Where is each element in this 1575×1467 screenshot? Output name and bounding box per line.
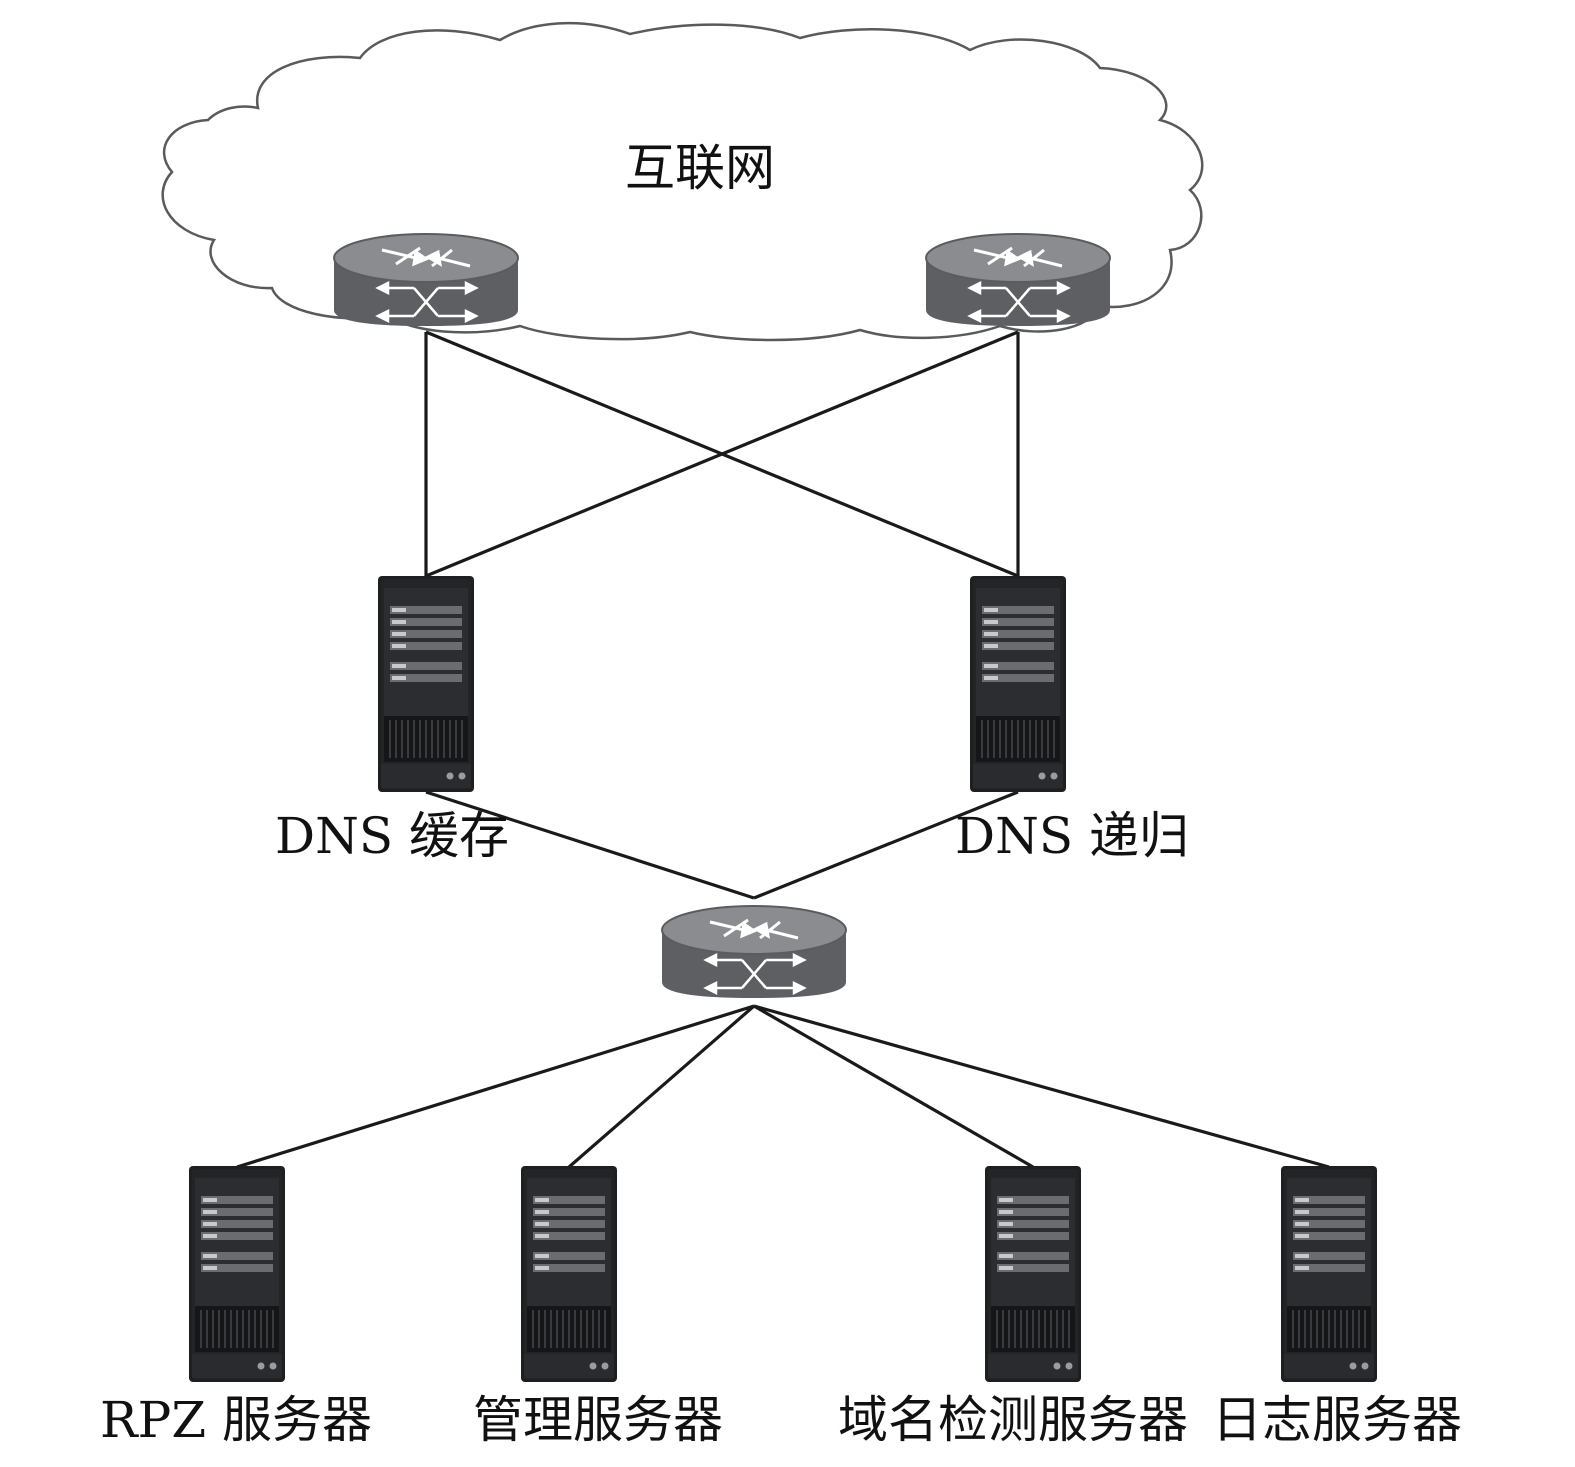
server-icon-log [1280,1165,1378,1383]
server-icon-domain-detection [984,1165,1082,1383]
server-icon-dns-cache [377,575,475,793]
link-core-router-management [567,1004,756,1169]
log-server-label: 日志服务器 [1212,1391,1462,1449]
link-router-right-dns-cache [425,330,1019,578]
link-core-router-rpz [236,1004,755,1169]
link-core-router-domain-detection [753,1004,1034,1169]
router-icon [924,232,1112,328]
link-dns-cache-core-router [425,790,755,900]
domain-detection-server-label: 域名检测服务器 [838,1391,1188,1449]
link-dns-recursive-core-router [753,790,1019,900]
cloud-label: 互联网 [625,139,775,197]
dns-recursive-label: DNS 递归 [955,807,1189,865]
link-core-router-log [753,1004,1330,1169]
server-icon-dns-recursive [969,575,1067,793]
server-icon-rpz [188,1165,286,1383]
connection-lines [236,330,1330,1169]
router-icon [660,904,848,1000]
server-icon-management [520,1165,618,1383]
dns-cache-label: DNS 缓存 [275,807,509,865]
management-server-label: 管理服务器 [473,1391,723,1449]
router-icon [332,232,520,328]
rpz-server-label: RPZ 服务器 [100,1391,372,1449]
